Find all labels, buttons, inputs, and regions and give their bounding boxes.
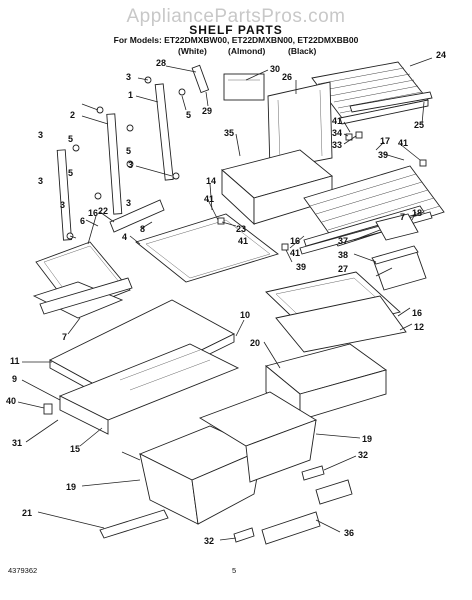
callout: 3: [60, 200, 65, 210]
callout: 7: [62, 332, 67, 342]
clip-41c: [281, 243, 289, 251]
callout: 8: [140, 224, 145, 234]
callout: 40: [6, 396, 16, 406]
vertical-rail-2: [106, 113, 123, 215]
callout: 34: [332, 128, 342, 138]
callout: 4: [122, 232, 127, 242]
callout: 21: [22, 508, 32, 518]
callout: 2: [70, 110, 75, 120]
callout: 35: [224, 128, 234, 138]
callout: 3: [126, 198, 131, 208]
drawer-rail: [99, 509, 169, 539]
watermark: AppliancePartsPros.com: [126, 6, 346, 27]
callout: 3: [38, 130, 43, 140]
trim-32-lower: [233, 527, 255, 543]
callout: 39: [296, 262, 306, 272]
callout: 32: [358, 450, 368, 460]
callout: 20: [250, 338, 260, 348]
callout: 24: [436, 50, 446, 60]
glass-shelf-middle: [135, 213, 279, 283]
model-list: For Models: ET22DMXBW00, ET22DMXBN00, ET…: [113, 35, 359, 45]
document-number: 4379362: [8, 566, 38, 575]
callout: 38: [338, 250, 348, 260]
color-black: (Black): [288, 46, 317, 56]
trim-32-upper: [301, 465, 325, 481]
callout: 5: [68, 168, 73, 178]
shelf-rail-22: [109, 199, 165, 233]
vertical-rail-3: [56, 149, 72, 241]
color-almond: (Almond): [228, 46, 266, 56]
callout: 39: [378, 150, 388, 160]
shelf-rail: [349, 91, 433, 113]
callout: 14: [206, 176, 216, 186]
callout: 41: [238, 236, 248, 246]
vertical-rail-1: [154, 83, 174, 181]
callout: 12: [414, 322, 424, 332]
callout: 16: [290, 236, 300, 246]
callout: 3: [126, 72, 131, 82]
callout: 18: [412, 208, 422, 218]
callout: 30: [270, 64, 280, 74]
callout: 17: [380, 136, 390, 146]
callout: 22: [98, 206, 108, 216]
callout: 19: [66, 482, 76, 492]
callout: 33: [332, 140, 342, 150]
callout: 29: [202, 106, 212, 116]
callout-labels: 28 30 24 26 3 1 5 29 2 3 35 41 34 33 25 …: [6, 50, 446, 546]
small-shelf: [375, 213, 419, 241]
callout: 6: [80, 216, 85, 226]
diagram-title: SHELF PARTS: [189, 23, 283, 37]
callout: 5: [68, 134, 73, 144]
page-number: 5: [232, 566, 237, 575]
callout: 23: [236, 224, 246, 234]
callout: 16: [412, 308, 422, 318]
bracket-28: [191, 64, 210, 94]
callout: 3: [38, 176, 43, 186]
callout: 37: [338, 236, 348, 246]
callout: 41: [332, 116, 342, 126]
rear-panel: [267, 81, 333, 171]
callout: 27: [338, 264, 348, 274]
callout: 25: [414, 120, 424, 130]
callout: 32: [204, 536, 214, 546]
callout: 26: [282, 72, 292, 82]
callout: 5: [126, 146, 131, 156]
color-white: (White): [178, 46, 207, 56]
crisper-frame: [58, 343, 240, 435]
trim-36-upper: [315, 479, 353, 505]
callout: 16: [88, 208, 98, 218]
callout: 11: [10, 356, 20, 366]
crisper-drawer-left: [138, 425, 264, 525]
clip-33: [355, 131, 363, 139]
clip-41b: [217, 217, 225, 225]
callout: 1: [128, 90, 133, 100]
callout: 9: [12, 374, 17, 384]
bracket-30: [223, 73, 265, 101]
callout: 41: [204, 194, 214, 204]
dairy-bin-lid: [371, 245, 419, 265]
glass-shelf-left: [32, 241, 133, 319]
callout: 10: [240, 310, 250, 320]
wire-shelf-right: [303, 165, 445, 247]
callout: 3: [128, 160, 133, 170]
callout: 41: [398, 138, 408, 148]
callout: 19: [362, 434, 372, 444]
clip-41a: [419, 159, 427, 167]
callout: 15: [70, 444, 80, 454]
clip-40: [43, 403, 53, 415]
leader-lines: [17, 57, 433, 541]
crisper-drawer-right: [198, 391, 318, 483]
callout: 36: [344, 528, 354, 538]
callout: 7: [400, 212, 405, 222]
callout: 41: [290, 248, 300, 258]
callout: 28: [156, 58, 166, 68]
callout: 31: [12, 438, 22, 448]
clip-34: [345, 133, 353, 141]
trim-36-lower: [261, 511, 321, 545]
callout: 5: [186, 110, 191, 120]
drawer-35: [221, 149, 333, 226]
glass-shelf-right-lower: [265, 271, 407, 353]
